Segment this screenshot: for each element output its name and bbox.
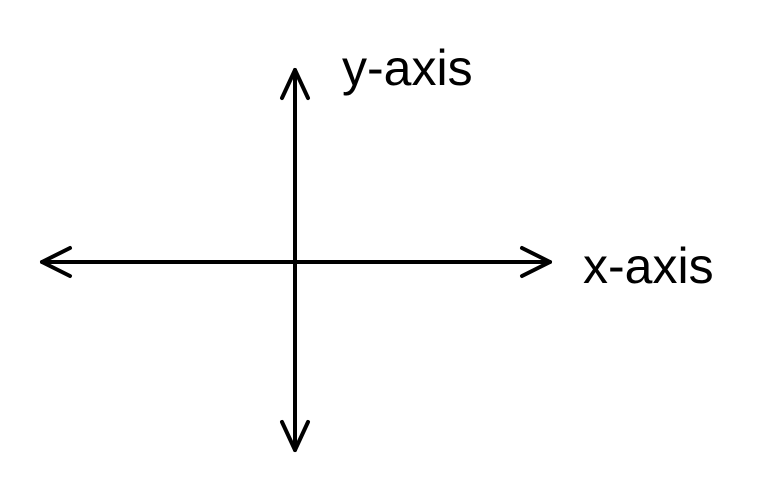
y-axis-bottom-arrowhead bbox=[280, 420, 310, 452]
x-axis-right-arrowhead bbox=[520, 246, 552, 278]
y-axis-top-arrowhead bbox=[280, 68, 310, 100]
x-axis-left-arrowhead bbox=[40, 246, 72, 278]
x-axis-label: x-axis bbox=[583, 238, 714, 294]
y-axis-label: y-axis bbox=[342, 40, 473, 96]
